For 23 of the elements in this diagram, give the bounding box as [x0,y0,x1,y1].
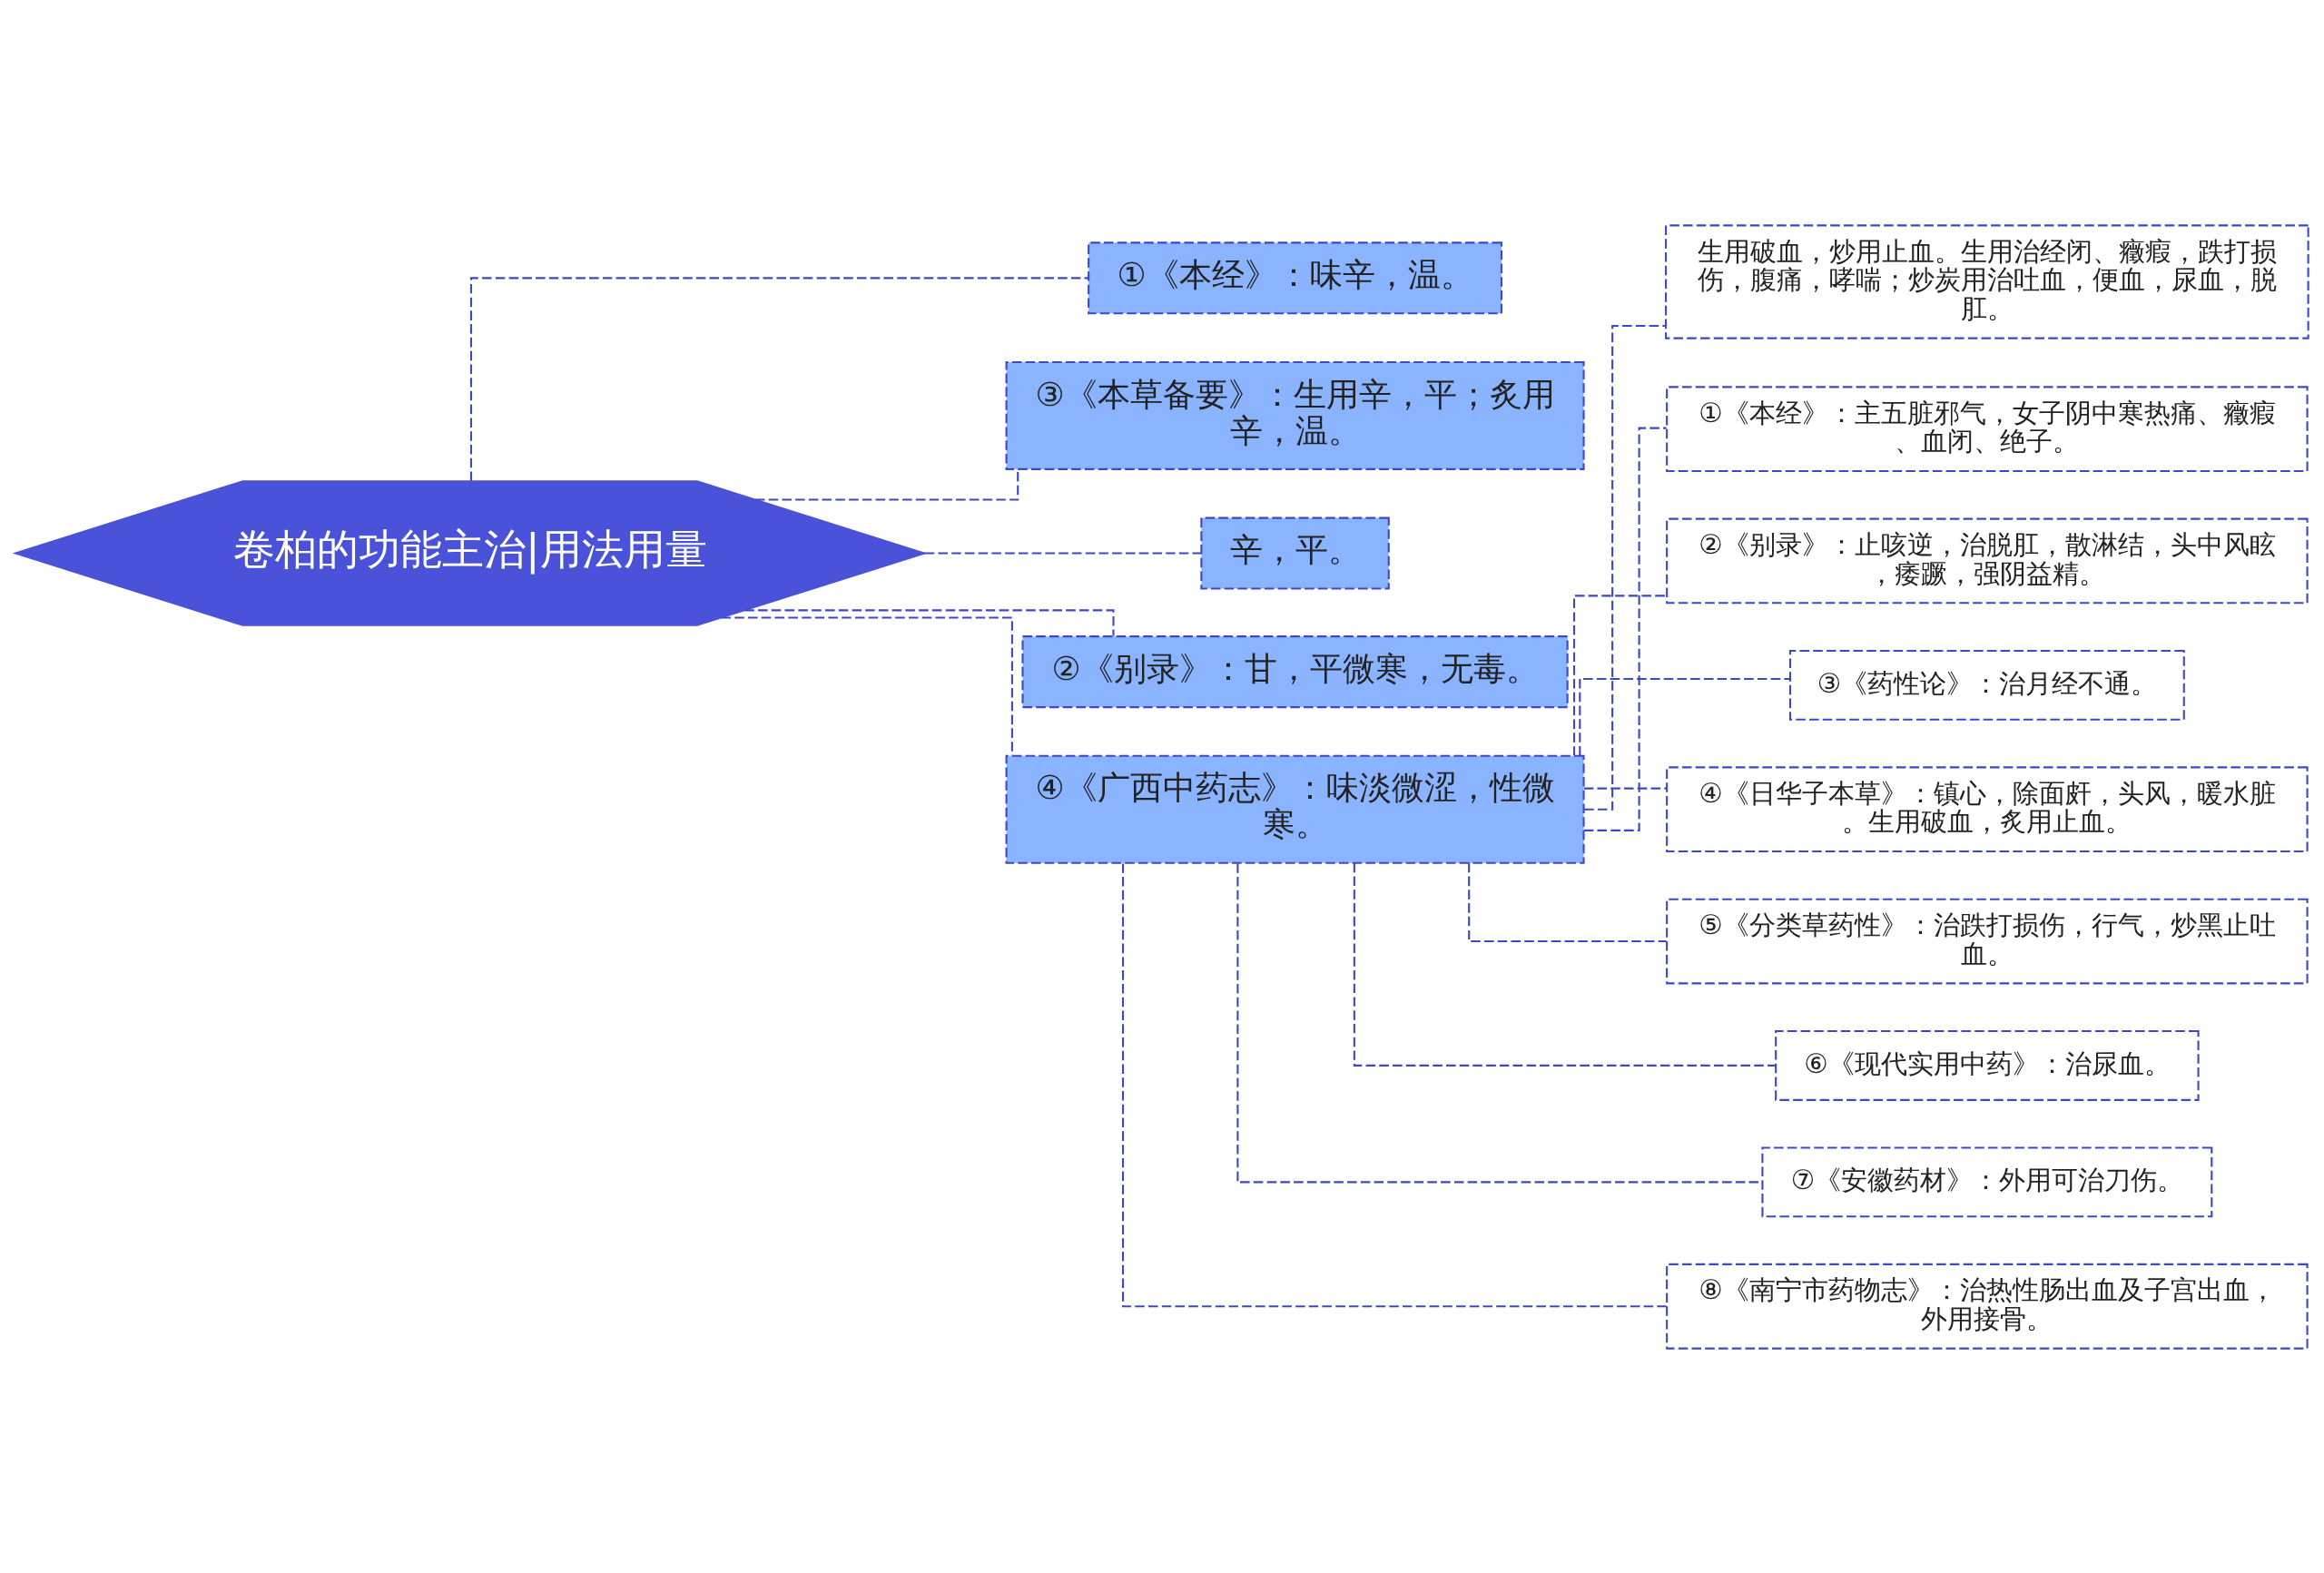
node-box: ⑤《分类草药性》：治跌打损伤，行气，炒黑止吐血。 [1666,898,2309,984]
node-box: ②《别录》：止咳逆，治脱肛，散淋结，头中风眩，痿蹶，强阴益精。 [1666,517,2309,604]
connector [1584,324,1666,811]
connector [1572,594,1668,755]
node-box: ③《药性论》：治月经不通。 [1788,649,2185,721]
connector [1583,787,1667,790]
node-box: 辛，平。 [1200,516,1390,590]
connector [924,552,1201,555]
node-box: ④《日华子本草》：镇心，除面皯，头风，暖水脏。生用破血，炙用止血。 [1666,765,2309,852]
connector [1122,862,1667,1307]
node-box: ③《本草备要》：生用辛，平；炙用辛，温。 [1005,360,1585,470]
node-box: ⑥《现代实用中药》：治尿血。 [1775,1029,2200,1101]
node-box: ④《广西中药志》：味淡微涩，性微寒。 [1005,754,1585,864]
connector [1468,862,1667,942]
node-box: ⑧《南宁市药物志》：治热性肠出血及子宫出血，外用接骨。 [1666,1263,2309,1350]
node-box: ①《本经》：味辛，温。 [1088,241,1503,314]
node-box: 生用破血，炒用止血。生用治经闭、癥瘕，跌打损伤，腹痛，哮喘；炒炭用治吐血，便血，尿血，脱肛。 [1665,223,2309,339]
node-box: ⑦《安徽药材》：外用可治刀伤。 [1761,1145,2213,1217]
node-box: ①《本经》：主五脏邪气，女子阴中寒热痛、癥瘕、血闭、绝子。 [1666,385,2309,472]
node-box: ②《别录》：甘，平微寒，无毒。 [1021,634,1569,708]
connector [469,276,1088,481]
connector [1353,862,1776,1067]
connector [1579,677,1790,755]
